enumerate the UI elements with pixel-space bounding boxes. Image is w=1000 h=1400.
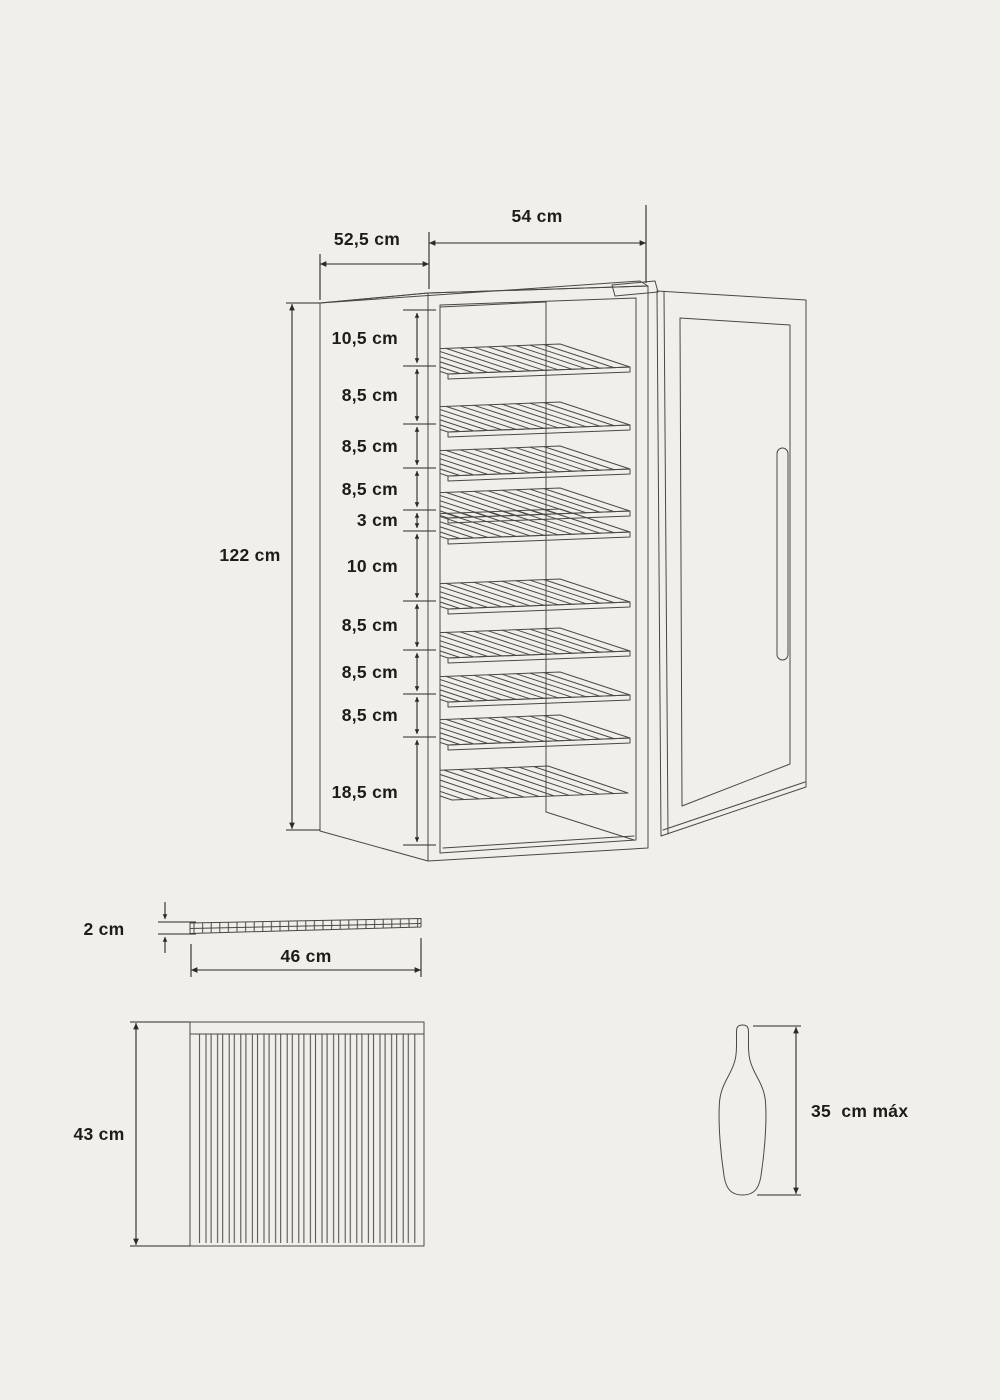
gap-label-10: 18,5 cm [332, 782, 398, 802]
gap-label-9: 8,5 cm [342, 705, 398, 725]
shelf-7 [440, 627, 631, 664]
shelf-2 [440, 401, 631, 438]
cabinet-body [319, 280, 649, 862]
gap-label-8: 8,5 cm [342, 662, 398, 682]
dimension-depth: 52,5 cm [319, 229, 429, 300]
bottle-diagram: 35 cm máx [718, 1024, 908, 1196]
shelf-depth-label: 43 cm [73, 1124, 124, 1144]
gap-label-6: 10 cm [347, 556, 398, 576]
depth-label: 52,5 cm [334, 229, 400, 249]
shelf-thickness-label: 2 cm [83, 919, 124, 939]
dimension-height: 122 cm [219, 302, 320, 831]
bottle-silhouette [718, 1024, 767, 1196]
gap-label-3: 8,5 cm [342, 436, 398, 456]
gap-label-4: 8,5 cm [342, 479, 398, 499]
door-outline [656, 290, 807, 837]
shelf-width-label: 46 cm [280, 946, 331, 966]
shelf-top-view: 43 cm [73, 1021, 425, 1247]
shelf-slats [197, 1034, 417, 1243]
dimension-shelf-depth: 43 cm [73, 1021, 190, 1247]
shelf-side-view: 2 cm 46 cm [83, 902, 422, 977]
height-label: 122 cm [219, 545, 280, 565]
bottom-rack [440, 765, 629, 801]
door-hinge-plate [611, 280, 659, 297]
cabinet-left-panel [319, 292, 429, 862]
door-handle [776, 447, 789, 661]
width-label: 54 cm [511, 206, 562, 226]
dimension-bottle-height: 35 cm máx [753, 1025, 908, 1196]
cabinet-door [611, 280, 807, 837]
shelf-5 [440, 508, 631, 545]
shelf-6 [440, 578, 631, 615]
dimension-width: 54 cm [428, 205, 647, 289]
shelf-1 [440, 343, 631, 380]
gap-label-7: 8,5 cm [342, 615, 398, 635]
gap-label-2: 8,5 cm [342, 385, 398, 405]
gap-label-1: 10,5 cm [332, 328, 398, 348]
gap-label-5: 3 cm [357, 510, 398, 530]
cabinet-interior [440, 301, 635, 841]
dimension-shelf-width: 46 cm [190, 938, 422, 977]
shelf-4 [440, 487, 631, 524]
cabinet-front-face [427, 285, 649, 862]
shelf-gap-dimensions: 10,5 cm 8,5 cm 8,5 cm 8,5 cm 3 cm 10 cm … [332, 309, 436, 846]
shelf-top-outline [189, 1021, 425, 1247]
dimension-shelf-thickness: 2 cm [83, 902, 196, 953]
shelf-9 [440, 714, 631, 751]
bottle-max-height-label: 35 cm máx [811, 1101, 908, 1121]
shelf-3 [440, 445, 631, 482]
shelf-8 [440, 671, 631, 708]
door-glass-panel [679, 317, 791, 807]
cabinet-opening [439, 297, 637, 854]
